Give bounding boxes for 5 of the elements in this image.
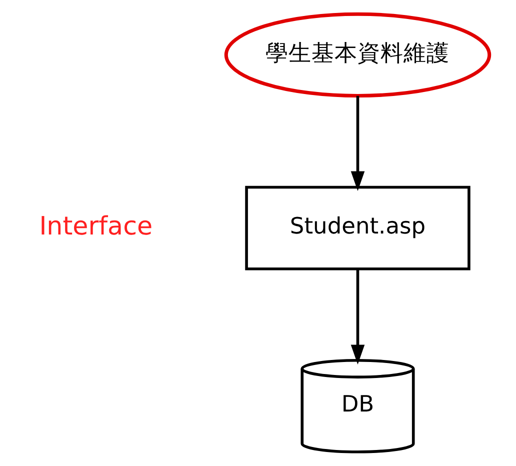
arrow <box>350 96 364 192</box>
arrow <box>350 269 364 364</box>
label: Interface <box>38 210 152 240</box>
node-box: Student.asp <box>244 186 470 270</box>
node-ellipse: 學生基本資料維護 <box>224 12 491 98</box>
